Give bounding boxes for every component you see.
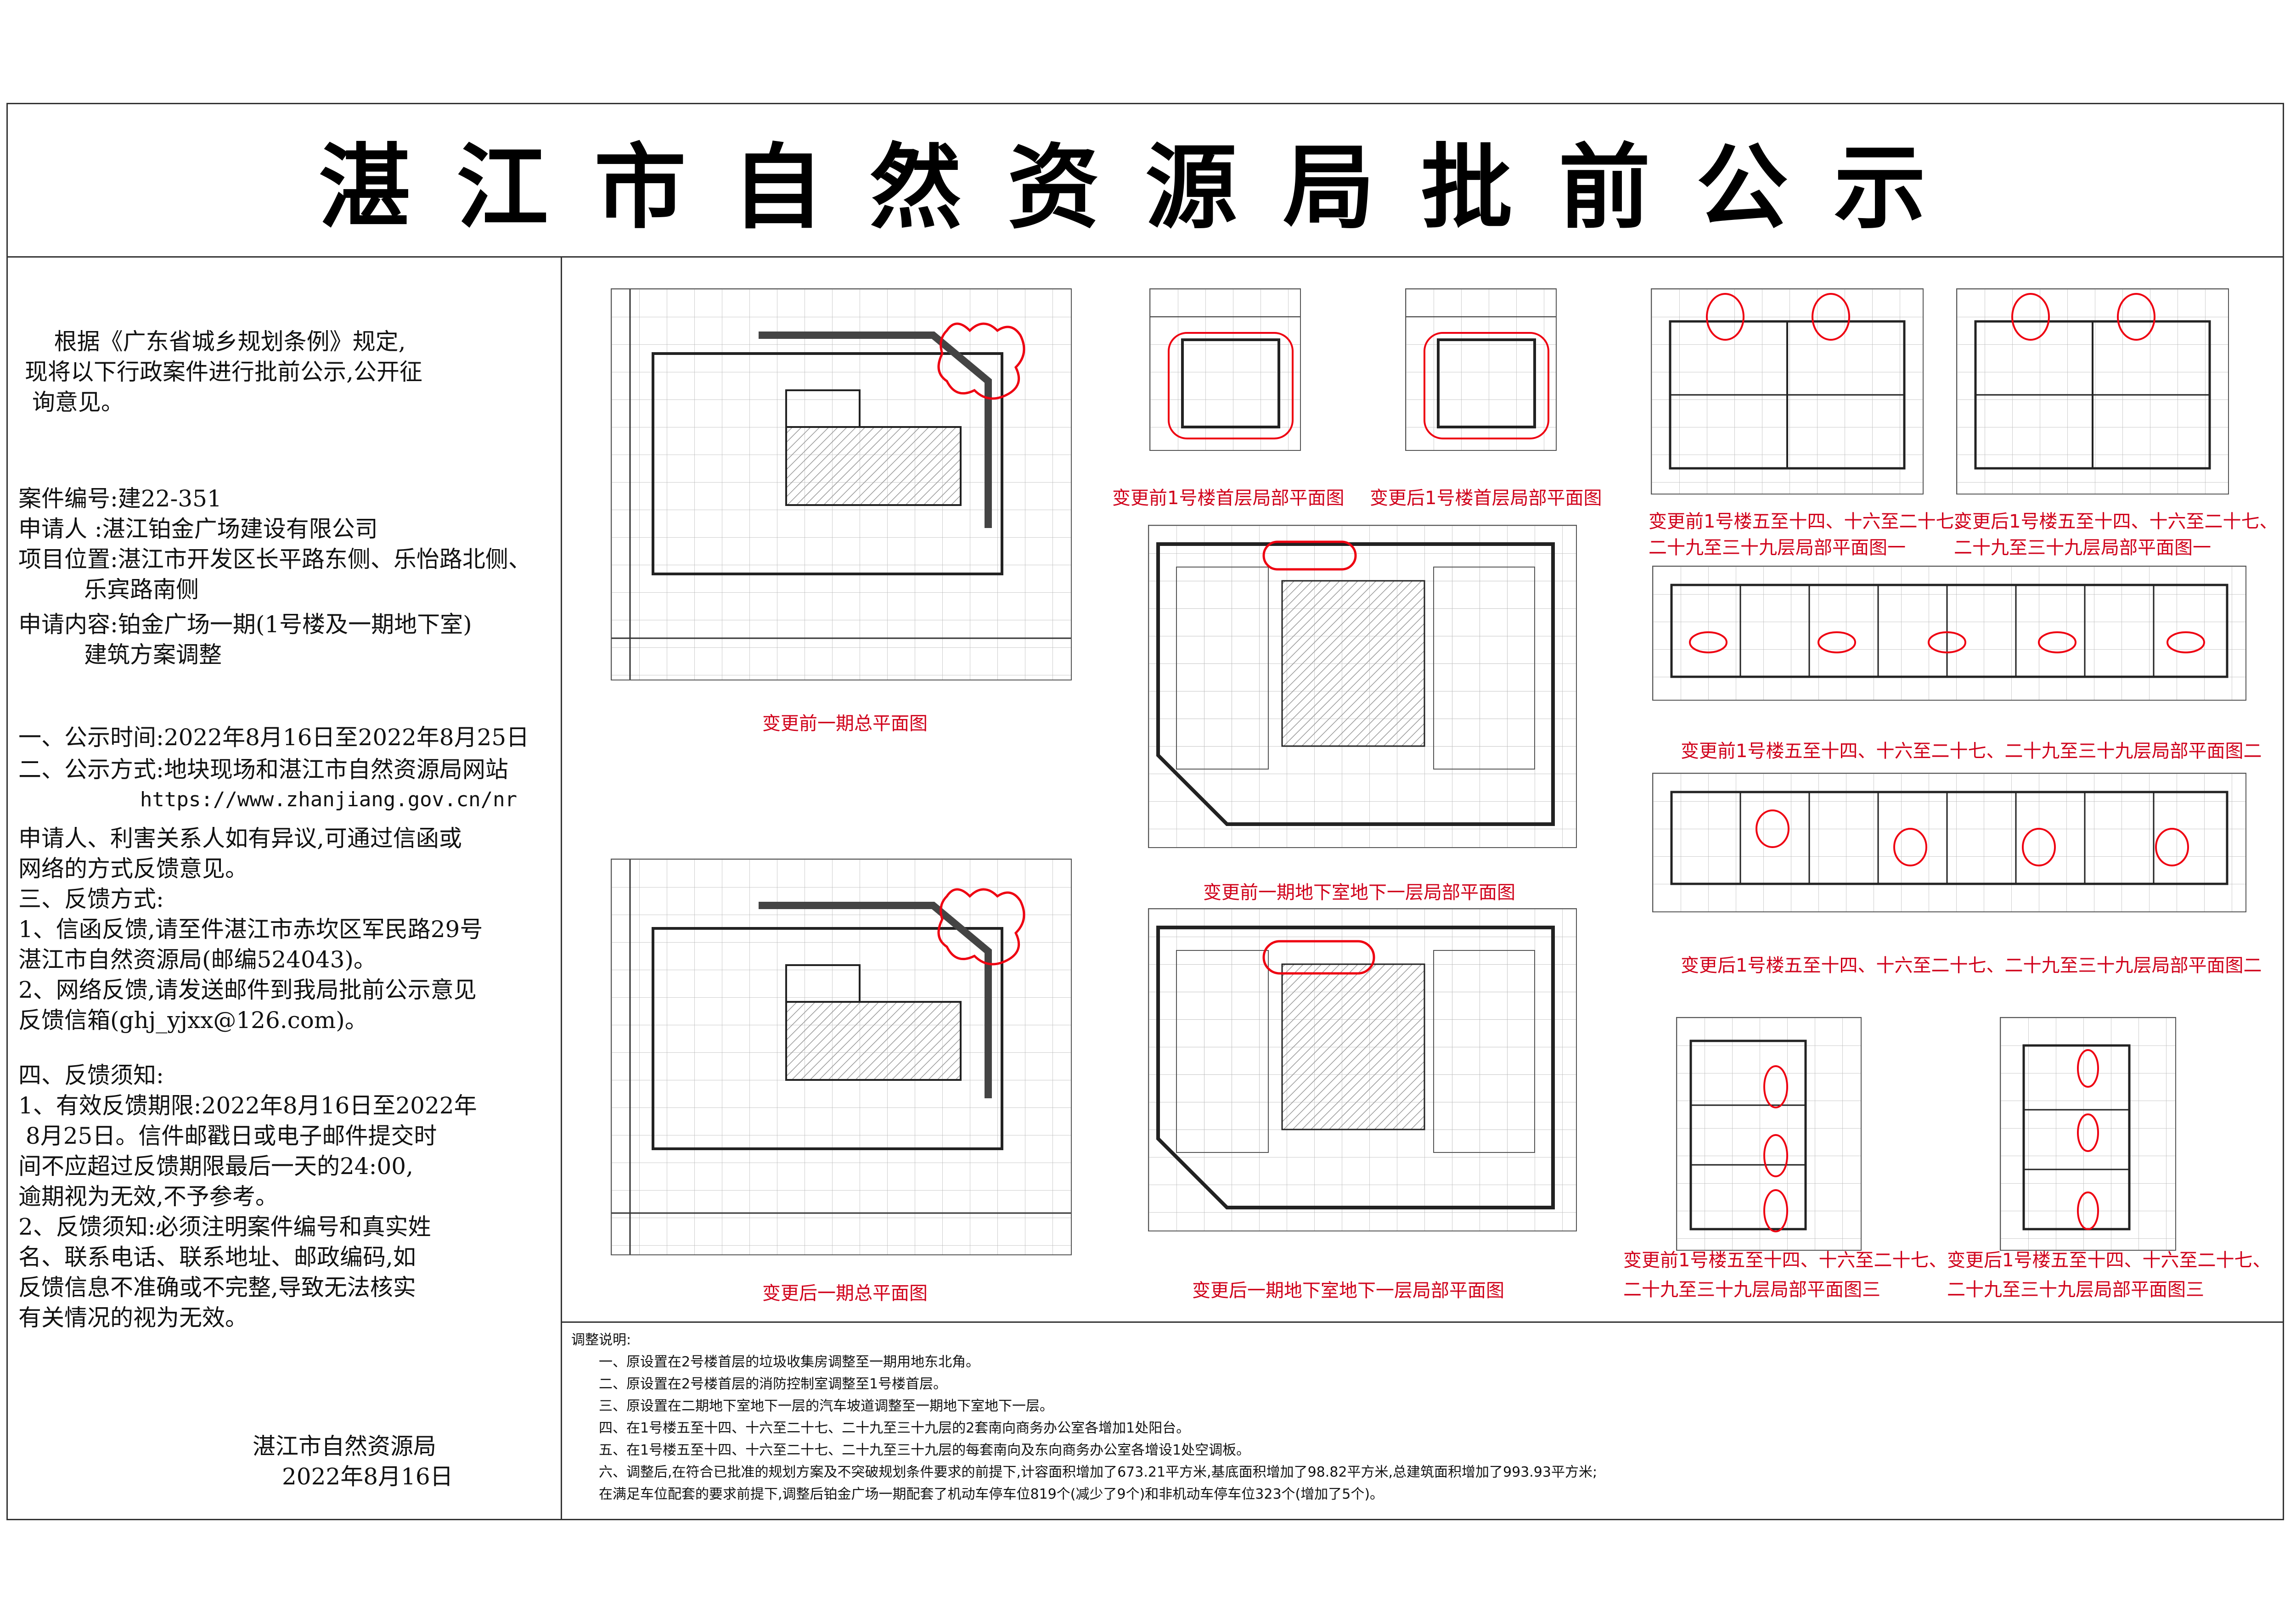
caption-basement-after: 变更后一期地下室地下一层局部平面图 [1192, 1280, 1504, 1301]
floor-plan-3-after-drawing [2000, 1017, 2176, 1251]
email-feedback-line-2: 反馈信箱(ghj_yjxx@126.com)。 [18, 1007, 368, 1034]
basement-after-drawing [1148, 908, 1577, 1231]
caption-site-plan-after: 变更后一期总平面图 [762, 1283, 928, 1304]
intro-line-3: 询意见。 [25, 389, 124, 416]
ground-floor-before-drawing [1149, 288, 1301, 451]
note-5: 五、在1号楼五至十四、十六至二十七、二十九至三十九层的每套南向及东向商务办公室各… [599, 1442, 1250, 1458]
site-plan-after-drawing [611, 859, 1072, 1255]
notice-1-line-3: 间不应超过反馈期限最后一天的24:00, [18, 1153, 413, 1180]
letter-feedback-line-2: 湛江市自然资源局(邮编524043)。 [18, 946, 377, 973]
caption-floor-plan-3-after-line-2: 二十九至三十九层局部平面图三 [1947, 1279, 2204, 1300]
publicity-website-link[interactable]: https://www.zhanjiang.gov.cn/nr [18, 788, 518, 811]
caption-floor-plan-2-before: 变更前1号楼五至十四、十六至二十七、二十九至三十九层局部平面图二 [1681, 741, 2262, 762]
notice-frame [6, 103, 2284, 1520]
site-plan-before-drawing [611, 288, 1072, 680]
caption-floor-plan-1-after-line-1: 变更后1号楼五至十四、十六至二十七、 [1954, 511, 2278, 532]
feedback-notice-heading: 四、反馈须知: [18, 1062, 164, 1089]
publicity-method-line-1: 二、公示方式:地块现场和湛江市自然资源局网站 [18, 756, 508, 783]
publicity-time: 一、公示时间:2022年8月16日至2022年8月25日 [18, 724, 529, 751]
notice-2-line-3: 反馈信息不准确或不完整,导致无法核实 [18, 1274, 416, 1301]
note-3: 三、原设置在二期地下室地下一层的汽车坡道调整至一期地下室地下一层。 [599, 1398, 1053, 1414]
caption-floor-plan-1-before-line-2: 二十九至三十九层局部平面图一 [1649, 537, 1906, 558]
caption-basement-before: 变更前一期地下室地下一层局部平面图 [1203, 882, 1515, 903]
caption-floor-plan-3-before-line-1: 变更前1号楼五至十四、十六至二十七、 [1623, 1250, 1947, 1271]
intro-line-2: 现将以下行政案件进行批前公示,公开征 [25, 359, 422, 385]
caption-floor-plan-1-before-line-1: 变更前1号楼五至十四、十六至二十七、 [1649, 511, 1973, 532]
floor-plan-1-after-drawing [1956, 288, 2229, 495]
ground-floor-after-drawing [1405, 288, 1557, 451]
issue-date: 2022年8月16日 [282, 1463, 453, 1490]
note-1: 一、原设置在2号楼首层的垃圾收集房调整至一期用地东北角。 [599, 1354, 980, 1370]
caption-floor-plan-2-after: 变更后1号楼五至十四、十六至二十七、二十九至三十九层局部平面图二 [1681, 955, 2262, 976]
application-content-line-1: 申请内容:铂金广场一期(1号楼及一期地下室) [18, 611, 472, 638]
letter-feedback-line-1: 1、信函反馈,请至件湛江市赤坎区军民路29号 [18, 916, 483, 943]
caption-floor-plan-1-after-line-2: 二十九至三十九层局部平面图一 [1954, 537, 2211, 558]
notice-2-line-4: 有关情况的视为无效。 [18, 1304, 248, 1331]
adjustment-notes: 调整说明: 一、原设置在2号楼首层的垃圾收集房调整至一期用地东北角。 二、原设置… [562, 1321, 2284, 1520]
floor-plan-2-after-drawing [1652, 773, 2246, 912]
email-feedback-line-1: 2、网络反馈,请发送邮件到我局批前公示意见 [18, 977, 477, 1003]
notice-text-column: 根据《广东省城乡规划条例》规定, 现将以下行政案件进行批前公示,公开征 询意见。… [6, 258, 562, 1520]
objection-line-1: 申请人、利害关系人如有异议,可通过信函或 [18, 825, 462, 852]
note-6: 六、调整后,在符合已批准的规划方案及不突破规划条件要求的前提下,计容面积增加了6… [599, 1464, 1598, 1480]
notice-1-line-1: 1、有效反馈期限:2022年8月16日至2022年 [18, 1092, 477, 1119]
page-title: 湛江市自然资源局批前公示 [318, 135, 1972, 242]
caption-floor-plan-3-before-line-2: 二十九至三十九层局部平面图三 [1623, 1279, 1880, 1300]
floor-plan-2-before-drawing [1652, 566, 2246, 701]
intro-line-1: 根据《广东省城乡规划条例》规定, [25, 328, 406, 355]
basement-before-drawing [1148, 525, 1577, 848]
notes-heading: 调整说明: [571, 1332, 631, 1348]
notice-1-line-2: 8月25日。信件邮戳日或电子邮件提交时 [18, 1123, 437, 1149]
floor-plan-1-before-drawing [1651, 288, 1924, 495]
notice-2-line-1: 2、反馈须知:必须注明案件编号和真实姓 [18, 1214, 431, 1240]
caption-floor-plan-3-after-line-1: 变更后1号楼五至十四、十六至二十七、 [1947, 1250, 2271, 1271]
objection-line-2: 网络的方式反馈意见。 [18, 855, 248, 882]
feedback-method-heading: 三、反馈方式: [18, 886, 164, 912]
note-2: 二、原设置在2号楼首层的消防控制室调整至1号楼首层。 [599, 1376, 947, 1392]
floor-plan-3-before-drawing [1676, 1017, 1862, 1251]
caption-ground-floor-after: 变更后1号楼首层局部平面图 [1370, 488, 1602, 509]
caption-ground-floor-before: 变更前1号楼首层局部平面图 [1112, 488, 1345, 509]
title-banner: 湛江市自然资源局批前公示 [6, 103, 2284, 258]
case-number: 案件编号:建22-351 [18, 485, 222, 512]
note-4: 四、在1号楼五至十四、十六至二十七、二十九至三十九层的2套南向商务办公室各增加1… [599, 1420, 1190, 1436]
note-7: 在满足车位配套的要求前提下,调整后铂金广场一期配套了机动车停车位819个(减少了… [599, 1486, 1384, 1502]
notice-1-line-4: 逾期视为无效,不予参考。 [18, 1183, 278, 1210]
project-location-line-1: 项目位置:湛江市开发区长平路东侧、乐怡路北侧、 [18, 546, 531, 573]
issuer: 湛江市自然资源局 [253, 1433, 436, 1460]
applicant: 申请人 :湛江铂金广场建设有限公司 [18, 516, 378, 542]
caption-site-plan-before: 变更前一期总平面图 [762, 713, 928, 734]
application-content-line-2: 建筑方案调整 [18, 641, 222, 668]
notice-2-line-2: 名、联系电话、联系地址、邮政编码,如 [18, 1244, 416, 1270]
project-location-line-2: 乐宾路南侧 [18, 576, 199, 603]
